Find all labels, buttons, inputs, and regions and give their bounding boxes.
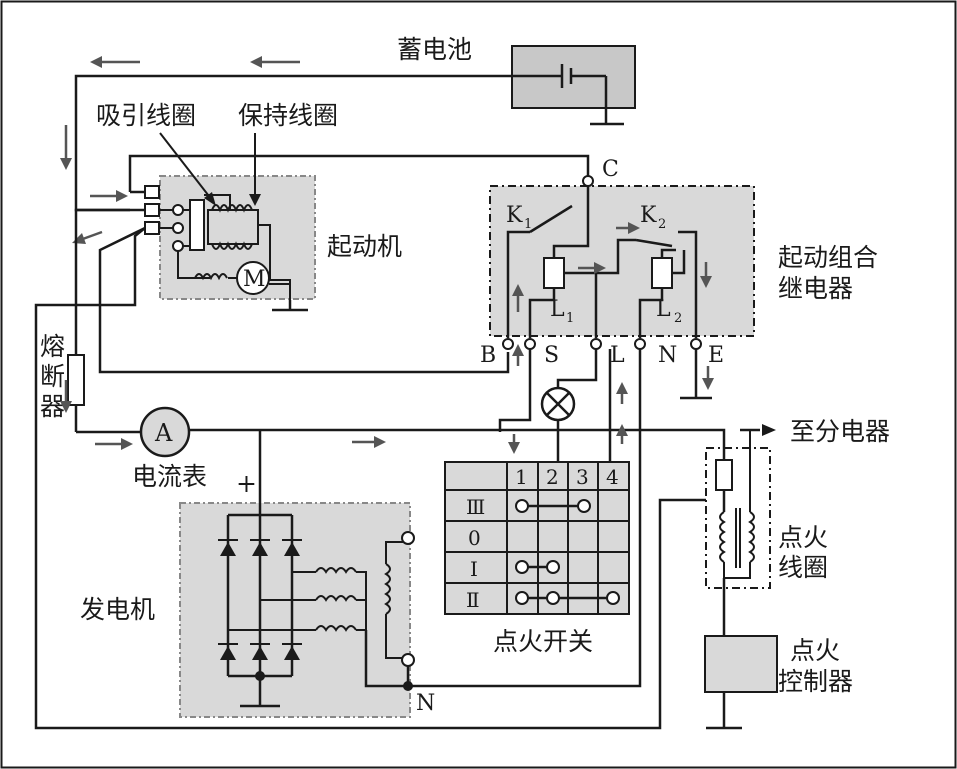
L1-label: L: [550, 297, 565, 322]
switch-col-2: 2: [546, 465, 559, 489]
ignition-coil-internals: [712, 428, 755, 579]
pull-coil-pointer: [159, 132, 213, 201]
motor-symbol: M: [243, 267, 266, 292]
switch-row-0: 0: [468, 526, 481, 550]
wire-C: [128, 154, 590, 192]
ignition-controller-label-line2: 控制器: [778, 667, 853, 696]
terminal-E-label: E: [708, 343, 724, 368]
controller-ground: [706, 692, 742, 730]
terminal-S-label: S: [544, 343, 559, 368]
terminal-L-label: L: [610, 343, 625, 368]
generator-box: [179, 502, 411, 718]
ignition-coil-label-line2: 线圈: [778, 553, 828, 582]
K1-subscript: 1: [524, 217, 532, 232]
N-junction: [403, 681, 413, 691]
K2-label: K: [640, 203, 657, 228]
starter-terminals: [144, 185, 160, 235]
switch-row-III: Ⅲ: [466, 495, 485, 519]
distributor-arrow: [762, 424, 776, 436]
pull-coil-label: 吸引线圈: [96, 101, 196, 130]
fuse-label-2: 断: [40, 362, 65, 391]
hold-coil-pointer-head: [249, 194, 261, 206]
flow-arrow: [95, 436, 386, 450]
terminal-N-label: N: [658, 343, 677, 368]
terminal-B-label: B: [480, 343, 496, 368]
pull-coil-pointer-head: [204, 192, 216, 206]
relay-internals: C K 1 L 1 K 2 L 2: [502, 157, 712, 400]
flow-arrow: [60, 380, 72, 413]
relay-label-line2: 继电器: [778, 274, 853, 303]
ammeter-symbol: A: [154, 419, 173, 447]
wire-fuse-feed: [74, 208, 145, 355]
indicator-lamp: [540, 386, 576, 462]
ammeter: A: [139, 406, 191, 458]
wire-L-lamp: [556, 349, 598, 388]
L2-subscript: 2: [674, 311, 682, 326]
wire-S: [498, 349, 532, 432]
fuse-label-1: 熔: [40, 332, 65, 361]
K1-label: K: [506, 203, 523, 228]
plus-sign: +: [236, 469, 257, 498]
ignition-switch-label: 点火开关: [493, 627, 593, 656]
ignition-controller-box: [704, 635, 778, 693]
ammeter-label: 电流表: [132, 462, 207, 491]
wire-generator-N: [364, 346, 642, 688]
flow-arrow: [60, 56, 300, 244]
to-distributor-label: 至分电器: [790, 417, 890, 446]
L1-subscript: 1: [566, 311, 574, 326]
generator-N-label: N: [416, 691, 435, 716]
switch-col-4: 4: [606, 465, 619, 489]
relay-label-line1: 起动组合: [778, 243, 878, 272]
generator-internals: [218, 430, 415, 708]
starter-internals: M: [159, 194, 308, 312]
wire-ground-loop: [34, 227, 712, 730]
starter-label: 起动机: [327, 232, 402, 261]
flow-arrow: [508, 222, 714, 454]
switch-col-1: 1: [515, 465, 528, 489]
ignition-controller-label-line1: 点火: [790, 636, 840, 665]
switch-row-II: Ⅱ: [466, 588, 480, 612]
L2-label: L: [656, 297, 671, 322]
hold-coil-label: 保持线圈: [238, 101, 338, 130]
terminal-C-label: C: [602, 157, 619, 182]
K2-subscript: 2: [658, 217, 666, 232]
ignition-coil-label-line1: 点火: [778, 523, 828, 552]
battery: 蓄电池: [397, 35, 636, 126]
generator-label: 发电机: [80, 595, 155, 624]
fuse-label-3: 器: [40, 392, 65, 421]
switch-col-3: 3: [576, 465, 589, 489]
ignition-switch-table: [444, 461, 630, 615]
fuse: [67, 354, 85, 432]
switch-row-I: Ⅰ: [470, 557, 478, 581]
wire-starter-B: [98, 226, 510, 374]
relay-box: [489, 185, 755, 337]
battery-label: 蓄电池: [397, 35, 472, 64]
